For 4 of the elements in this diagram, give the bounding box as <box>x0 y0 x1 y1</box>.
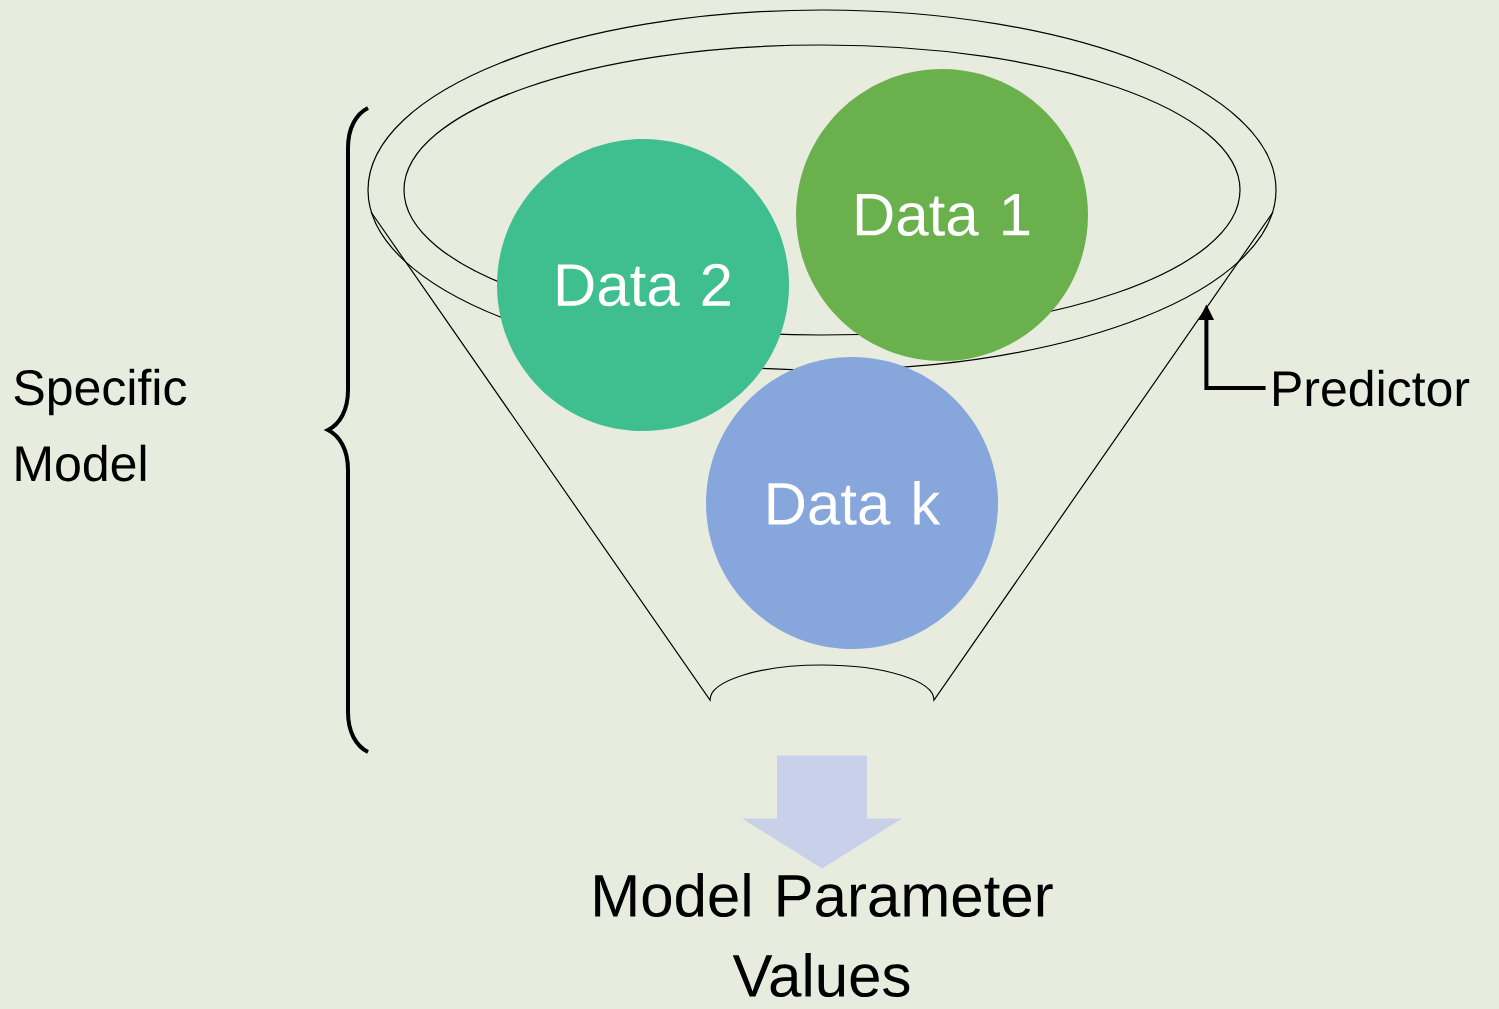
block-arrow <box>742 755 902 869</box>
side-label: Specific Model <box>14 368 187 482</box>
result-text: Model Parameter Values <box>595 873 1053 998</box>
callout-text: Predictor <box>1274 369 1470 407</box>
